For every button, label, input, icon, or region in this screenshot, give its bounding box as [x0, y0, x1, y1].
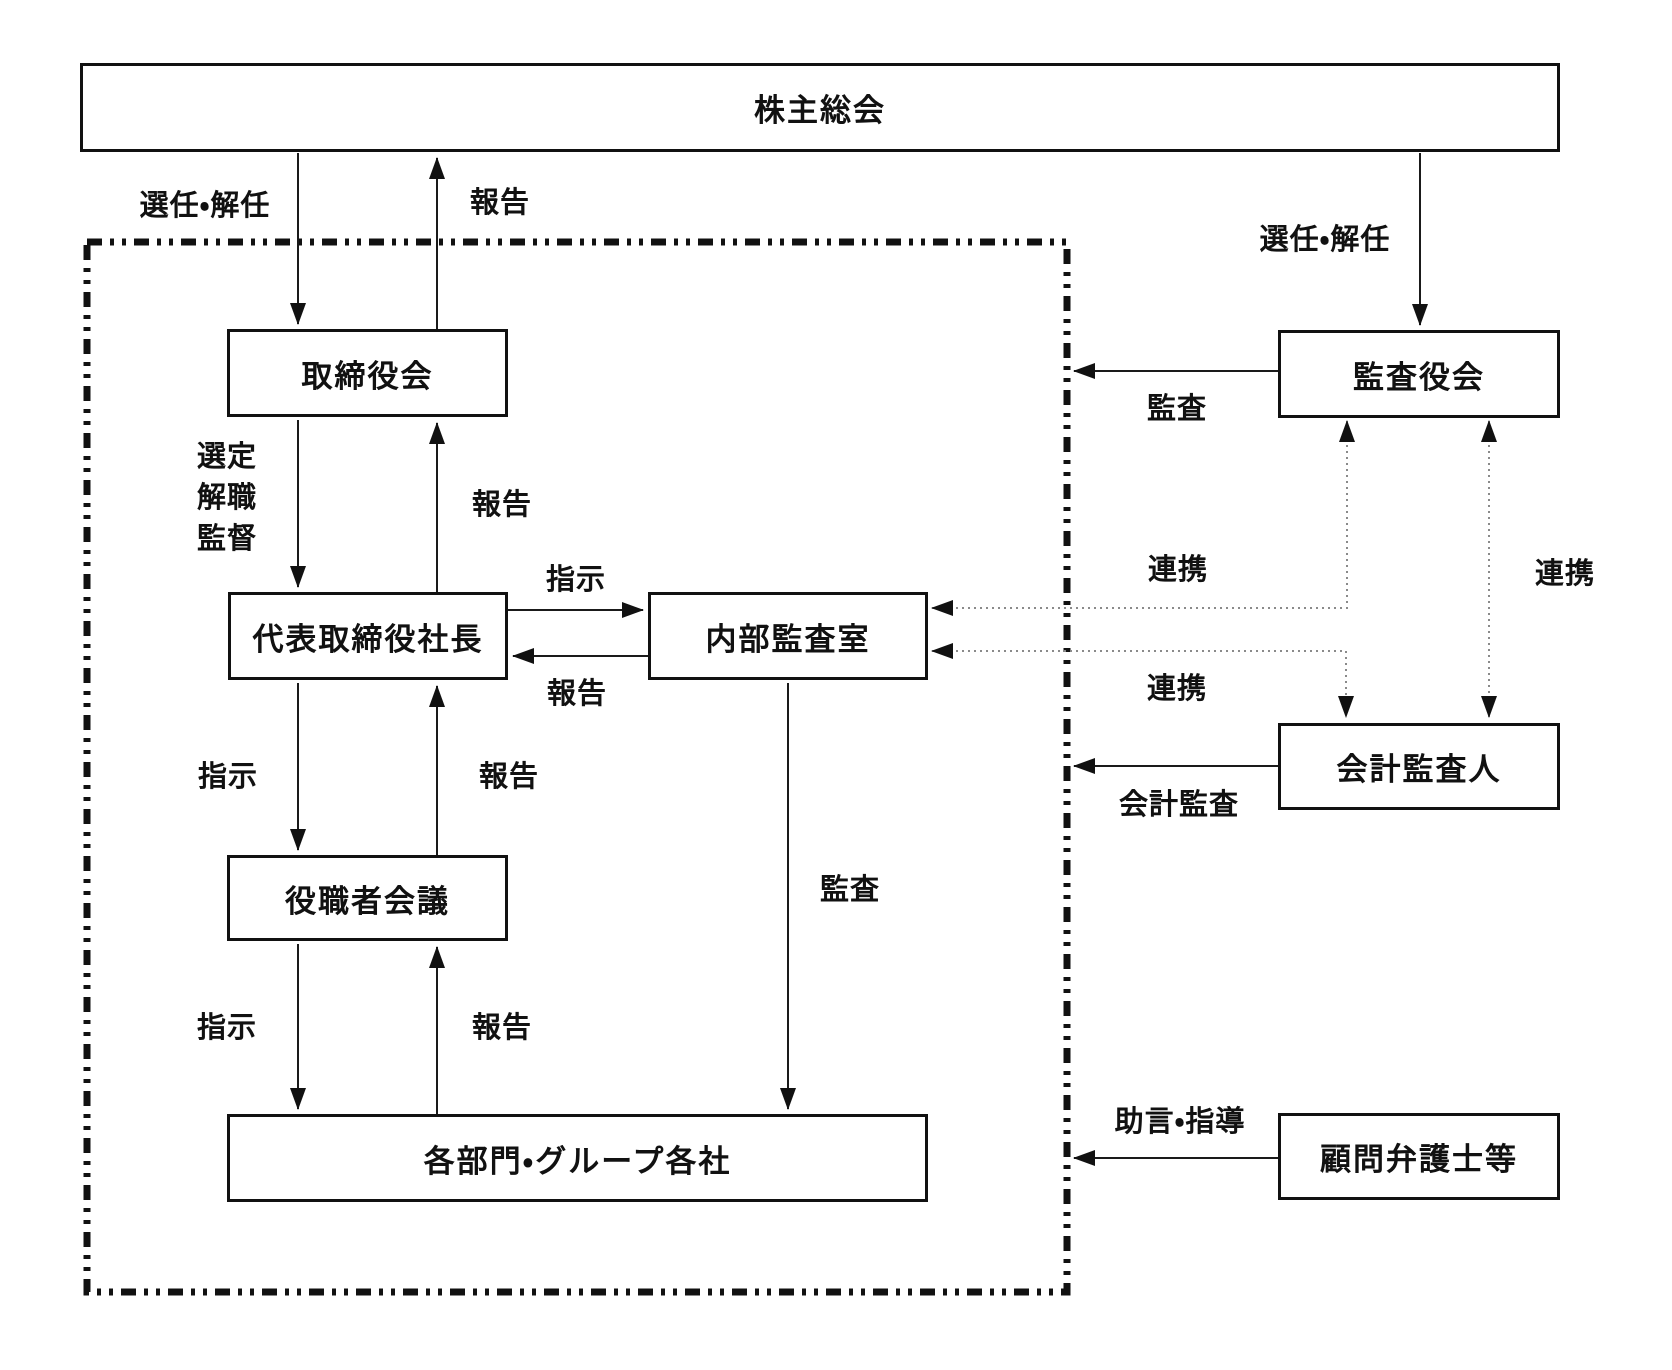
node-audit-supervisory-board: 監査役会 [1278, 330, 1560, 418]
edge-label-report-board: 報告 [471, 489, 533, 521]
edge-label-cooperation-right: 連携 [1534, 558, 1596, 590]
node-shareholders-meeting: 株主総会 [80, 63, 1560, 152]
dotted-link-internal-audit-accounting-auditor [931, 643, 1354, 718]
edge-label-cooperation-lower: 連携 [1146, 673, 1208, 705]
edge-label-report-internal-audit: 報告 [546, 678, 608, 710]
edge-label-selection: 選定 [196, 441, 258, 473]
internal-control-dashed-border [83, 238, 1071, 1296]
dotted-link-audit-board-internal-audit [931, 420, 1355, 616]
node-accounting-auditor: 会計監査人 [1278, 723, 1560, 810]
edge-label-cooperation-upper: 連携 [1147, 554, 1209, 586]
node-departments-group-companies: 各部門・グループ各社 [227, 1114, 928, 1202]
edge-label-accounting-audit: 会計監査 [1118, 789, 1240, 821]
edge-label-dismissal: 解職 [196, 482, 258, 514]
node-board-of-directors: 取締役会 [227, 329, 508, 417]
edge-label-supervision: 監督 [196, 523, 258, 555]
edge-label-instruction-internal-audit: 指示 [545, 564, 607, 596]
edge-label-instruction-departments: 指示 [196, 1012, 258, 1044]
edge-label-audit-audit-board: 監査 [1146, 393, 1208, 425]
node-president: 代表取締役社長 [228, 592, 508, 680]
edge-label-advice-guidance: 助言・指導 [1114, 1106, 1246, 1138]
edge-label-report-officers: 報告 [478, 761, 540, 793]
edge-label-instruction-officers: 指示 [197, 761, 259, 793]
node-internal-audit-office: 内部監査室 [648, 592, 928, 680]
edge-label-audit-departments: 監査 [819, 874, 881, 906]
edge-label-appointment-dismissal-board: 選任・解任 [139, 190, 271, 222]
node-legal-advisor: 顧問弁護士等 [1278, 1113, 1560, 1200]
edge-label-appointment-dismissal-audit-board: 選任・解任 [1259, 224, 1391, 256]
edge-label-report-shareholders: 報告 [469, 187, 531, 219]
node-officers-meeting: 役職者会議 [227, 855, 508, 941]
edge-label-report-departments: 報告 [471, 1012, 533, 1044]
